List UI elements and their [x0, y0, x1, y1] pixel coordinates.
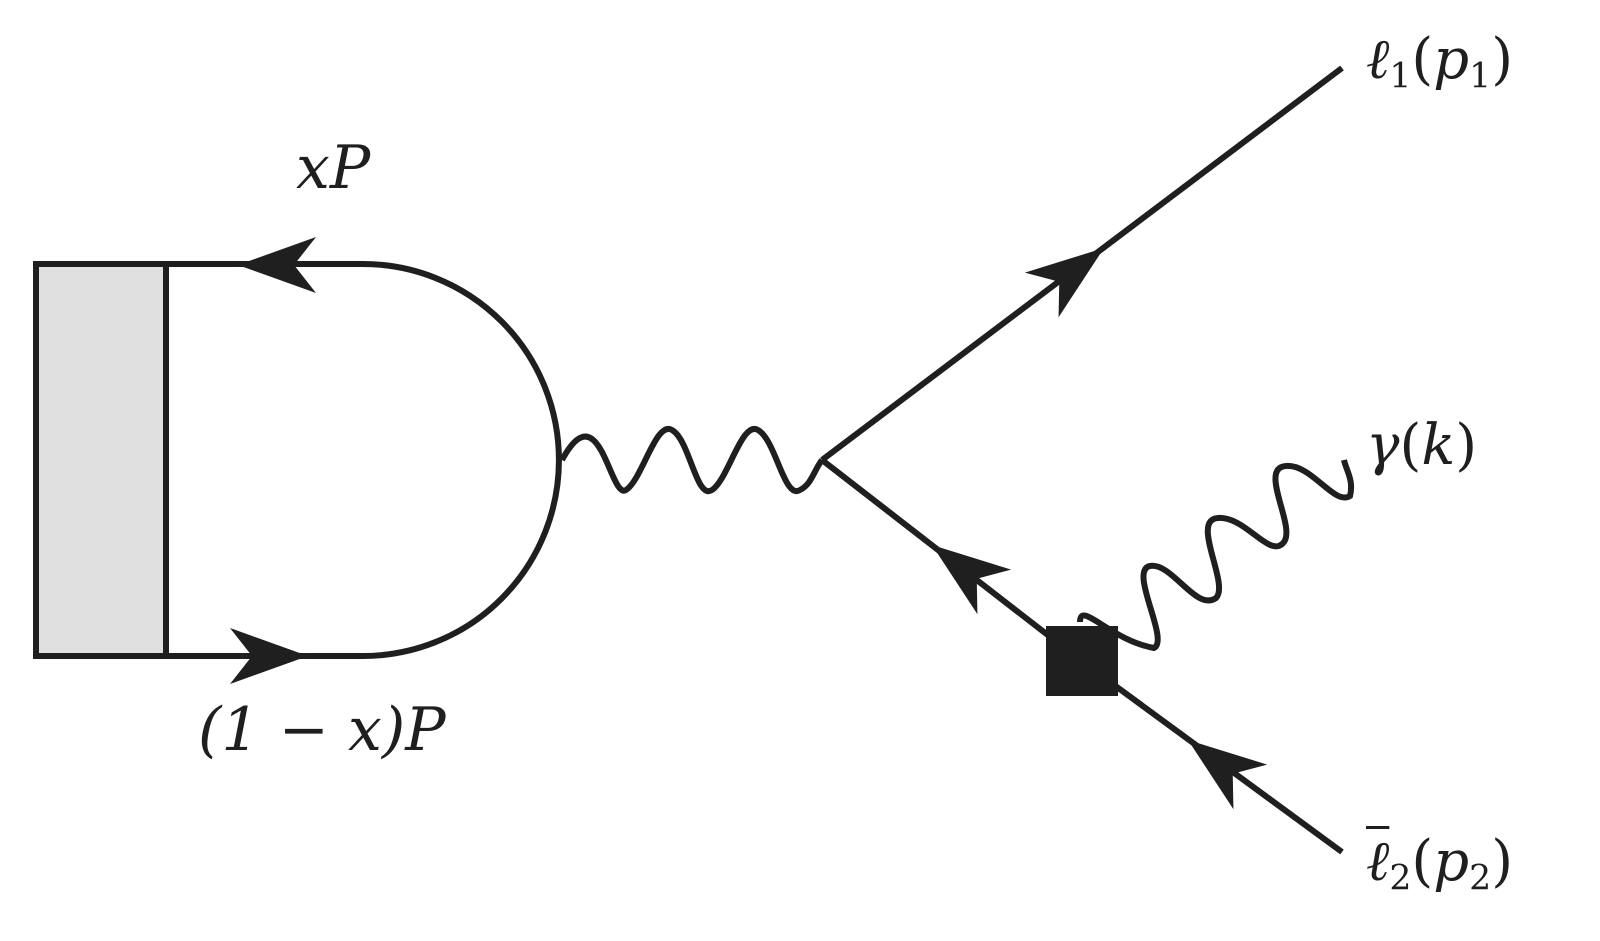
lepton1-label: ℓ1(p1): [1366, 32, 1513, 97]
lepton2-momentum-index: 2: [1469, 858, 1492, 899]
lepton2-open-paren: (: [1411, 829, 1434, 894]
lepton1-symbol: ℓ: [1366, 27, 1390, 92]
photon-close-paren: ): [1455, 413, 1478, 478]
lepton2-momentum-symbol: p: [1433, 829, 1470, 894]
internal-lepton-arrow: [915, 522, 1012, 615]
lepton2-symbol: ℓ: [1366, 829, 1390, 894]
lepton2-close-paren: ): [1491, 829, 1514, 894]
photon-open-paren: (: [1399, 413, 1422, 478]
top-momentum-label: xP: [296, 138, 370, 198]
lepton1-index: 1: [1389, 56, 1412, 97]
photon-symbol: γ: [1366, 413, 1400, 478]
lepton2-index: 2: [1389, 858, 1412, 899]
photon-label: γ(k): [1366, 418, 1477, 474]
lepton1-close-paren: ): [1491, 27, 1514, 92]
top-momentum-text: xP: [296, 133, 371, 203]
lepton2-arrow: [1171, 717, 1268, 810]
lepton2-label: ℓ2(p2): [1366, 834, 1513, 899]
photon-momentum: k: [1421, 413, 1456, 478]
meson-blob: [33, 261, 169, 659]
quark-loop-line: [166, 261, 562, 659]
effective-vertex-square: [1046, 626, 1118, 696]
lepton1-momentum-index: 1: [1469, 56, 1492, 97]
lepton1-open-paren: (: [1411, 27, 1434, 92]
lepton1-momentum-symbol: p: [1433, 27, 1470, 92]
photon-wavy-line: [1077, 459, 1355, 652]
virtual-boson-wavy-line: [559, 425, 825, 495]
bottom-momentum-text: (1 − x)P: [198, 695, 446, 765]
bottom-momentum-label: (1 − x)P: [198, 700, 446, 760]
lepton1-arrow: [1024, 225, 1121, 318]
